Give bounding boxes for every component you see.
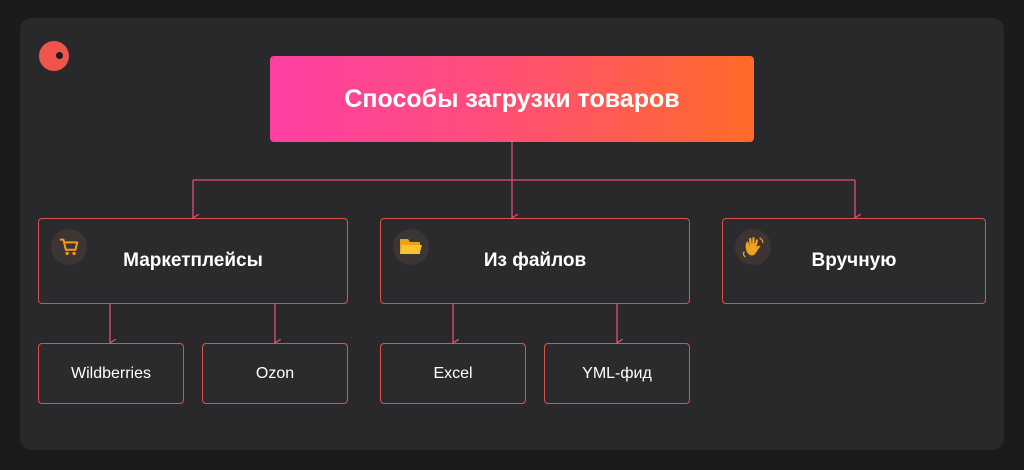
shopping-cart-icon [51,229,87,265]
category-label: Маркетплейсы [123,250,263,271]
root-title-text: Способы загрузки товаров [344,84,680,113]
category-from-files: Из файлов [380,218,690,304]
leaf-label: Wildberries [70,364,151,382]
leaf-excel: Excel [380,343,526,404]
leaf-label: Ozon [255,364,295,382]
category-label: Вручную [811,250,897,271]
category-label: Из файлов [483,250,587,271]
root-node-title: Способы загрузки товаров [270,56,754,142]
waving-hand-icon [735,229,771,265]
leaf-label: YML-фид [582,364,652,382]
category-manual: Вручную [722,218,986,304]
leaf-yml-feed: YML-фид [544,343,690,404]
category-marketplaces: Маркетплейсы [38,218,348,304]
folder-icon [393,229,429,265]
leaf-ozon: Ozon [202,343,348,404]
logo-icon [39,41,69,71]
leaf-label: Excel [433,364,473,382]
leaf-wildberries: Wildberries [38,343,184,404]
